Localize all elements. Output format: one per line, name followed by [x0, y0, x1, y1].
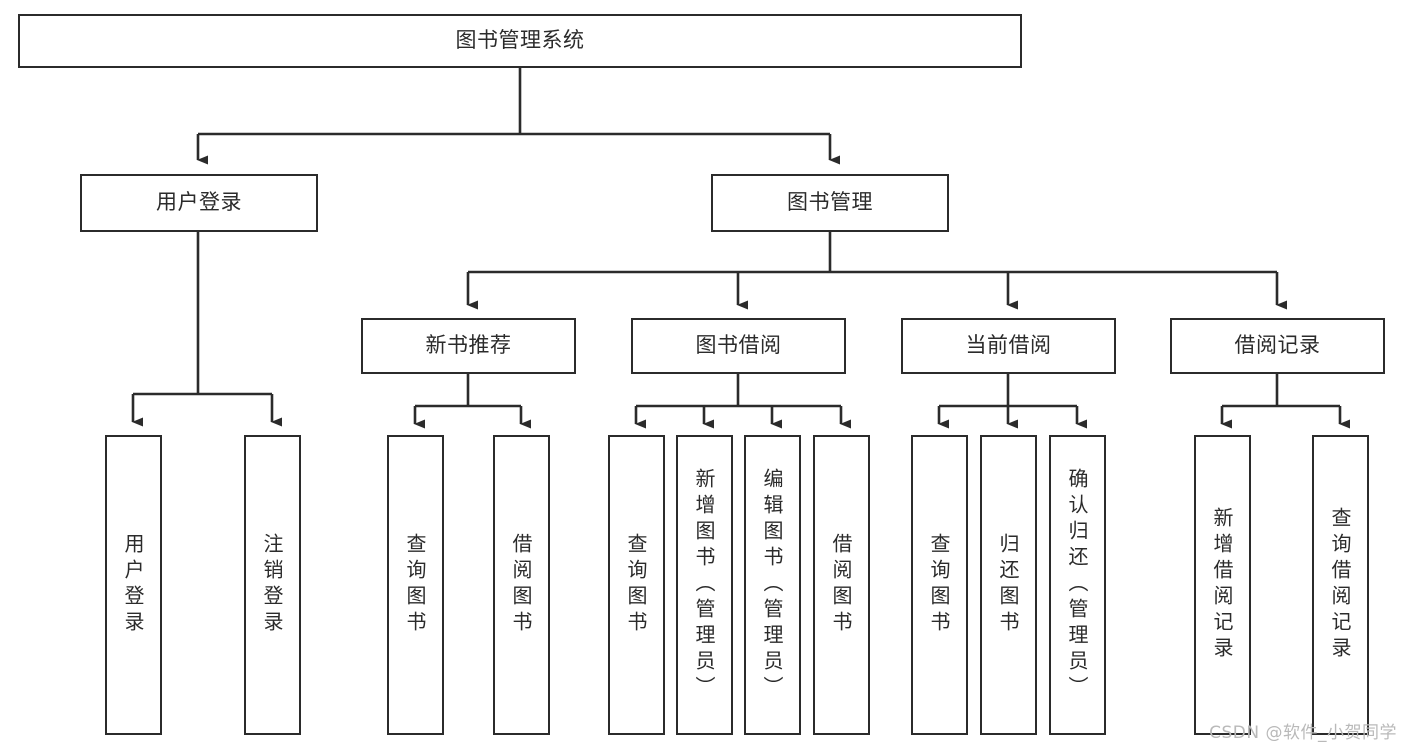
node-user-login-label: 用户登录	[156, 190, 242, 215]
leaf-return-book-label: 归还图书	[996, 533, 1020, 637]
leaf-query-book-borrow-label: 查询图书	[624, 533, 648, 637]
leaf-add-borrow-record[interactable]: 新增借阅记录	[1194, 435, 1251, 735]
leaf-add-book-admin[interactable]: 新增图书（管理员）	[676, 435, 733, 735]
node-root-label: 图书管理系统	[455, 28, 585, 53]
leaf-query-book-new[interactable]: 查询图书	[387, 435, 444, 735]
leaf-borrow-book-new[interactable]: 借阅图书	[493, 435, 550, 735]
leaf-user-login-label: 用户登录	[121, 533, 145, 637]
node-root[interactable]: 图书管理系统	[18, 14, 1022, 68]
leaf-query-borrow-record-label: 查询借阅记录	[1328, 507, 1352, 663]
leaf-borrow-book-new-label: 借阅图书	[509, 533, 533, 637]
node-book-borrow-label: 图书借阅	[695, 333, 782, 358]
leaf-borrow-book[interactable]: 借阅图书	[813, 435, 870, 735]
leaf-confirm-return-admin-label: 确认归还（管理员）	[1065, 468, 1089, 702]
leaf-confirm-return-admin[interactable]: 确认归还（管理员）	[1049, 435, 1106, 735]
leaf-logout-label: 注销登录	[260, 533, 284, 637]
node-current-borrow-label: 当前借阅	[965, 333, 1052, 358]
node-current-borrow[interactable]: 当前借阅	[901, 318, 1116, 374]
watermark: CSDN @软件_小贺同学	[1209, 723, 1397, 743]
leaf-add-book-admin-label: 新增图书（管理员）	[692, 468, 716, 702]
leaf-return-book[interactable]: 归还图书	[980, 435, 1037, 735]
node-book-borrow[interactable]: 图书借阅	[631, 318, 846, 374]
node-borrow-records-label: 借阅记录	[1234, 333, 1321, 358]
leaf-query-borrow-record[interactable]: 查询借阅记录	[1312, 435, 1369, 735]
leaf-query-book-new-label: 查询图书	[403, 533, 427, 637]
node-user-login[interactable]: 用户登录	[80, 174, 318, 232]
leaf-logout[interactable]: 注销登录	[244, 435, 301, 735]
node-borrow-records[interactable]: 借阅记录	[1170, 318, 1385, 374]
leaf-edit-book-admin-label: 编辑图书（管理员）	[760, 468, 784, 702]
leaf-query-book-current[interactable]: 查询图书	[911, 435, 968, 735]
leaf-query-book-current-label: 查询图书	[927, 533, 951, 637]
leaf-edit-book-admin[interactable]: 编辑图书（管理员）	[744, 435, 801, 735]
node-book-management-label: 图书管理	[787, 190, 873, 215]
node-new-book-recommend[interactable]: 新书推荐	[361, 318, 576, 374]
node-new-book-recommend-label: 新书推荐	[425, 333, 512, 358]
node-book-management[interactable]: 图书管理	[711, 174, 949, 232]
leaf-borrow-book-label: 借阅图书	[829, 533, 853, 637]
leaf-user-login[interactable]: 用户登录	[105, 435, 162, 735]
leaf-query-book-borrow[interactable]: 查询图书	[608, 435, 665, 735]
leaf-add-borrow-record-label: 新增借阅记录	[1210, 507, 1234, 663]
